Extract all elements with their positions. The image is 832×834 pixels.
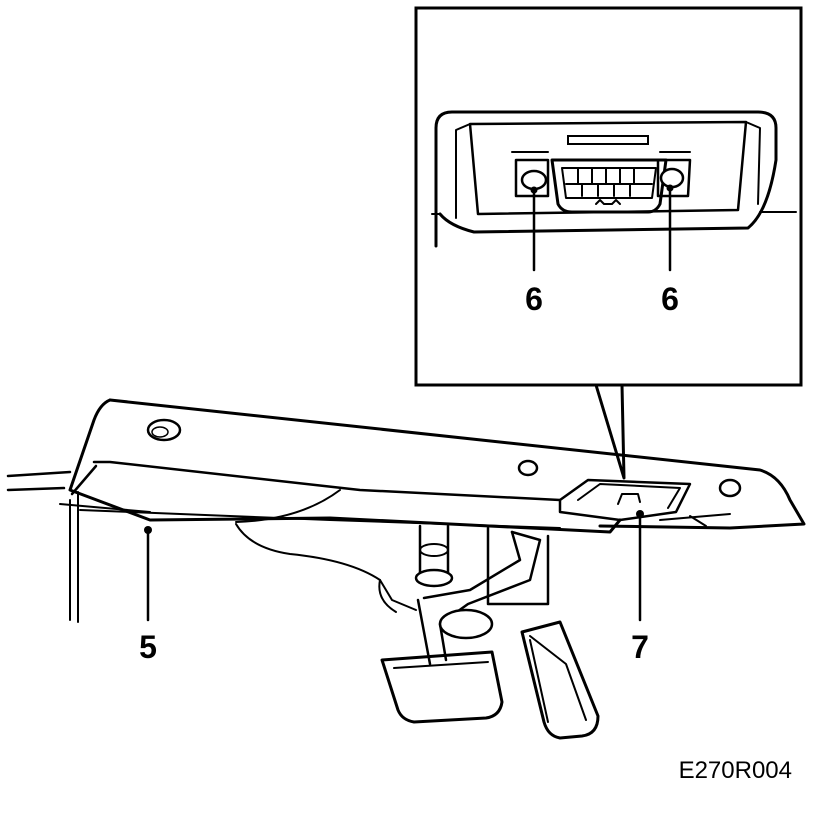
pedal-linkage (414, 524, 550, 666)
main-view: 5 7 (6, 398, 806, 740)
panel-mounting-hole (718, 478, 742, 498)
callout-label-left-clip: 6 (525, 281, 543, 317)
callout-label-panel: 5 (139, 629, 157, 665)
callout-label-connector-location: 7 (631, 629, 649, 665)
inset-panel-outline (434, 110, 778, 248)
inset-detail-view: 6 6 (414, 6, 803, 387)
lower-dashboard-panel (68, 398, 622, 534)
inset-slot (567, 135, 649, 145)
figure-code: E270R004 (679, 757, 792, 784)
callout-label-right-clip: 6 (661, 281, 679, 317)
inset-pointer (594, 383, 626, 480)
connector-cover-recess (558, 478, 731, 527)
accelerator-pedal (520, 620, 600, 740)
brake-pedal (380, 650, 504, 724)
obd-connector (550, 158, 668, 214)
panel-mounting-hole (146, 418, 182, 442)
panel-mounting-hole (517, 459, 539, 477)
inset-frame (414, 6, 803, 387)
left-retaining-clip (511, 151, 550, 198)
